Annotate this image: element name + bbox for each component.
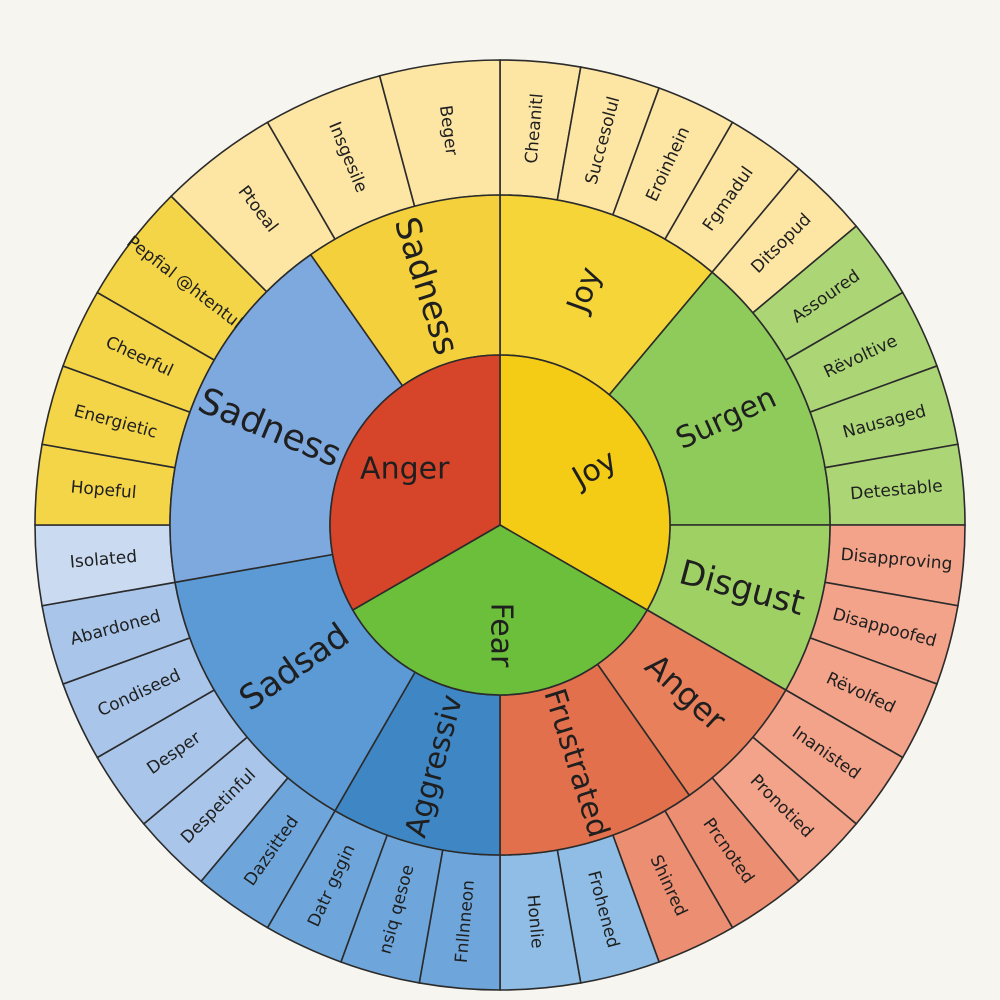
center-core	[329, 354, 671, 696]
core-segment-fear	[351, 524, 649, 696]
outer-ring	[34, 59, 966, 991]
core-segment-anger	[329, 354, 501, 612]
middle-ring	[169, 194, 831, 856]
core-label-fear: Fear	[484, 603, 519, 668]
core-label-anger: Anger	[360, 452, 450, 487]
outer-label-honlie: Honlie	[522, 894, 547, 949]
core-segment-joy	[499, 354, 671, 612]
